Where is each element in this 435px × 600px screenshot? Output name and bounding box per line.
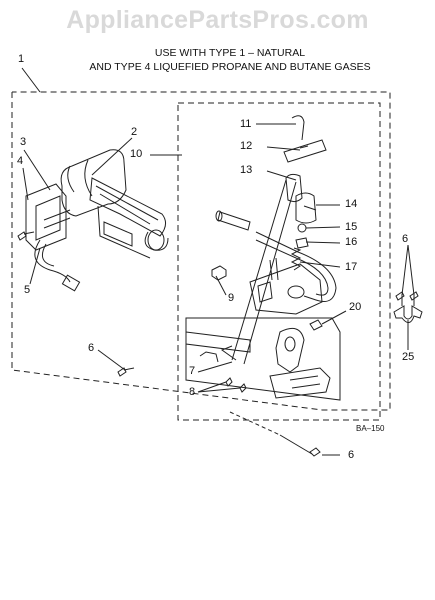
callout-7: 7: [189, 365, 196, 377]
valve-base: [249, 263, 323, 315]
plug-connector: [61, 274, 81, 292]
wire-harness: [34, 239, 71, 283]
callout-2: 2: [131, 126, 138, 138]
coil: [295, 192, 317, 224]
callout-25: 25: [402, 351, 415, 363]
callout-9: 9: [228, 292, 235, 304]
burner-assembly-outline: [177, 102, 381, 421]
screw-6-a: [117, 367, 135, 377]
mounting-plate: [185, 317, 341, 401]
screw-5: [17, 231, 35, 241]
header-line-2: AND TYPE 4 LIQUEFIED PROPANE AND BUTANE …: [89, 61, 371, 73]
screw-6-c: [409, 291, 419, 306]
callout-8: 8: [189, 386, 196, 398]
valve-bracket: [25, 183, 67, 251]
callout-6-b: 6: [402, 233, 409, 245]
screw-20: [309, 319, 323, 331]
screw-6-b: [395, 291, 405, 306]
callout-15: 15: [345, 221, 358, 233]
igniter: [291, 115, 305, 141]
callout-10: 10: [130, 148, 143, 160]
nut-16: [295, 237, 309, 249]
callout-20: 20: [349, 301, 362, 313]
callout-11: 11: [240, 118, 252, 130]
callout-5: 5: [24, 284, 31, 296]
burner-tube: [89, 177, 166, 237]
screw-6-d: [309, 447, 321, 457]
nut-9: [211, 265, 227, 281]
callout-17: 17: [345, 261, 358, 273]
callout-16: 16: [345, 236, 358, 248]
valve-body: [60, 149, 127, 217]
diagram-code: BA–150: [356, 424, 385, 433]
callout-3: 3: [20, 136, 27, 148]
outer-assembly-outline: [11, 91, 391, 411]
callout-12: 12: [240, 140, 253, 152]
clip-25: [393, 305, 423, 323]
screw-8-b: [239, 383, 247, 393]
igniter-rod: [231, 179, 297, 365]
callout-14: 14: [345, 198, 358, 210]
watermark: AppliancePartsPros.com: [66, 6, 369, 34]
nut-15: [297, 223, 307, 233]
callout-6-c: 6: [348, 449, 355, 461]
callout-13: 13: [240, 164, 253, 176]
gas-pipe: [255, 231, 337, 302]
spring: [290, 247, 302, 271]
callout-6-a: 6: [88, 342, 95, 354]
header-line-1: USE WITH TYPE 1 – NATURAL: [154, 47, 306, 59]
callout-1: 1: [18, 53, 25, 65]
screw-8-a: [225, 377, 233, 387]
coil-tube: [285, 173, 303, 203]
callout-4: 4: [17, 155, 24, 167]
